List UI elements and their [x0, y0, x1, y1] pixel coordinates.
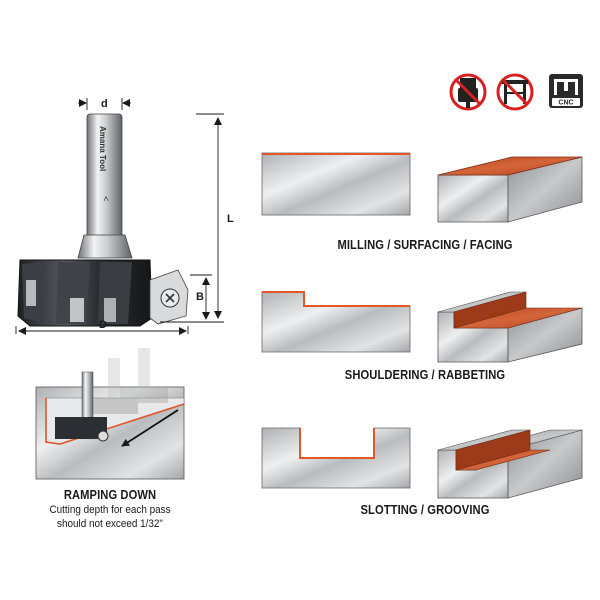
- dimension-d: d: [101, 98, 108, 110]
- shouldering-label: SHOULDERING / RABBETING: [344, 367, 506, 382]
- bit-insert: [70, 298, 84, 322]
- dimension-L: L: [227, 213, 234, 225]
- ramping-note-line2: should not exceed 1/32": [57, 518, 163, 530]
- bit-neck: [77, 234, 133, 259]
- no-router-table-icon: [496, 73, 534, 111]
- slotting-profile: [261, 427, 411, 489]
- bit-insert: [26, 280, 36, 306]
- milling-block-3d: [437, 156, 583, 223]
- ramping-down-illustration: [35, 348, 185, 480]
- slotting-label: SLOTTING / GROOVING: [360, 502, 490, 517]
- direction-mark: <: [101, 196, 111, 201]
- cnc-machine-icon: [549, 74, 583, 108]
- dimension-lines: [15, 98, 224, 335]
- ramping-title: RAMPING DOWN: [63, 487, 157, 502]
- dimension-D: D: [99, 319, 107, 331]
- router-bit: [17, 113, 189, 327]
- shouldering-block-3d: [437, 291, 583, 363]
- cnc-icon-text: CNC: [558, 100, 573, 107]
- shouldering-profile: [261, 291, 411, 353]
- milling-profile: [261, 152, 411, 216]
- shank-brand-text: Amana Tool: [98, 126, 107, 171]
- no-hand-router-icon: [449, 73, 487, 111]
- dimension-B: B: [196, 291, 204, 303]
- ramping-note-line1: Cutting depth for each pass: [49, 504, 171, 516]
- slotting-block-3d: [437, 429, 583, 499]
- bit-insert: [104, 298, 116, 322]
- milling-label: MILLING / SURFACING / FACING: [337, 237, 513, 252]
